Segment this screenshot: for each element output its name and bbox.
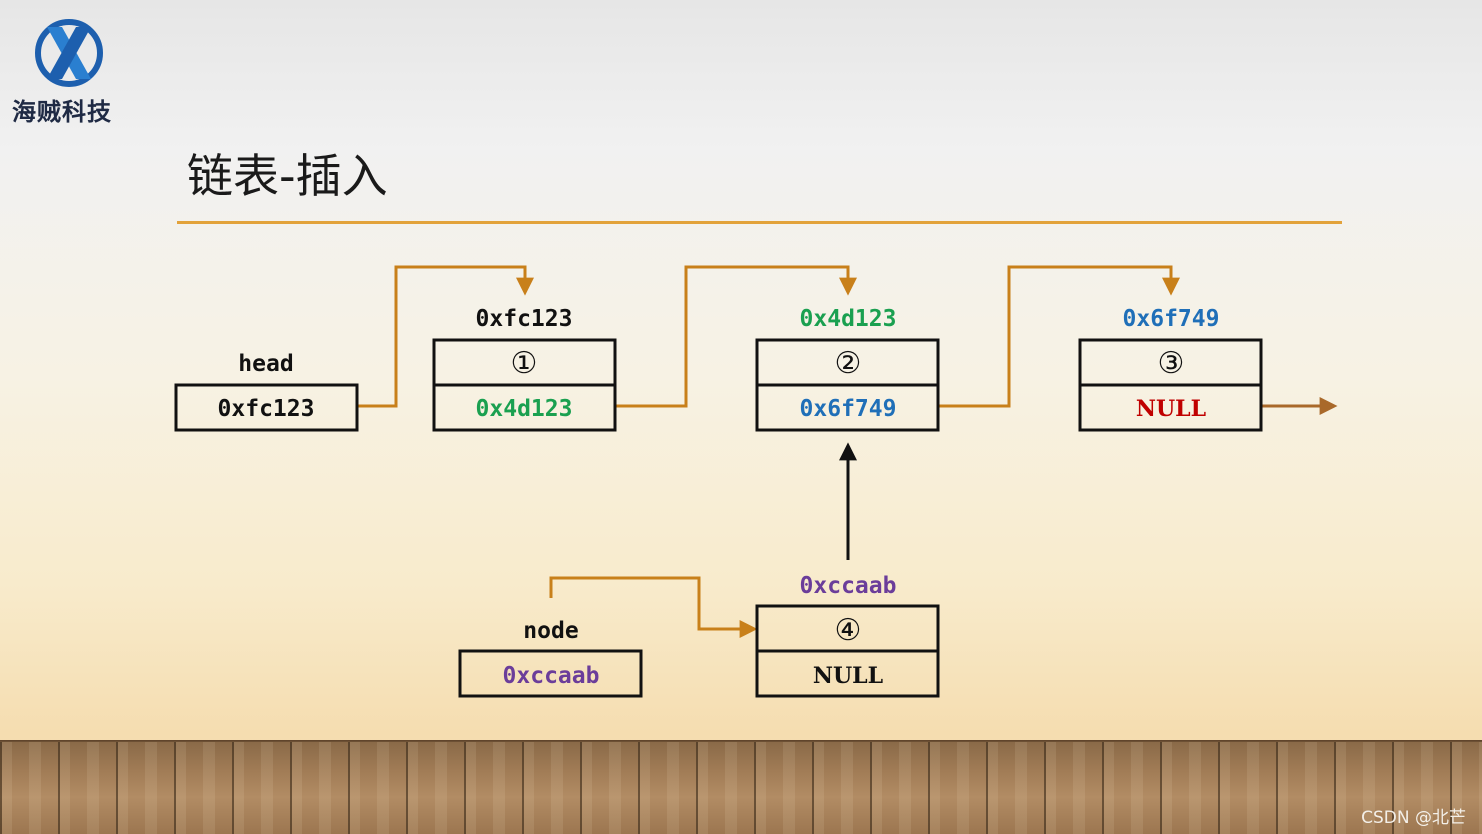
head-to-node1-arrow (356, 265, 534, 408)
slide-title: 链表-插入 (187, 149, 388, 203)
head-label: head (238, 351, 293, 377)
brand-name: 海贼科技 (12, 97, 112, 126)
node4-number: ④ (835, 613, 862, 648)
node4-next: NULL (813, 663, 883, 689)
node2-next: 0x6f749 (800, 396, 897, 422)
node1-next-cell (432, 383, 617, 432)
node-var-label: node (523, 618, 578, 644)
node2-address: 0x4d123 (800, 306, 897, 332)
node2-next-cell (755, 383, 940, 432)
logo-ring (35, 19, 103, 87)
title-rule (177, 221, 1342, 224)
wood-floor (0, 742, 1482, 834)
node1-to-node2-arrow (615, 265, 857, 408)
head-value: 0xfc123 (218, 396, 315, 422)
watermark: CSDN @北芒 (1361, 808, 1466, 828)
node2-to-node3-arrow (938, 265, 1180, 408)
logo-stroke-b (47, 27, 91, 79)
node4-address: 0xccaab (800, 573, 897, 599)
node-var-to-node4-arrow (549, 576, 758, 638)
node3-address: 0x6f749 (1123, 306, 1220, 332)
head-box (174, 383, 359, 432)
node1-next: 0x4d123 (476, 396, 573, 422)
node-var-value: 0xccaab (503, 663, 600, 689)
node3-next-cell (1078, 383, 1263, 432)
node-var-box (458, 649, 643, 698)
node3-next: NULL (1136, 396, 1206, 422)
node1-address: 0xfc123 (476, 306, 573, 332)
node3-number: ③ (1158, 346, 1185, 381)
node1-number: ① (511, 346, 538, 381)
node2-number: ② (835, 346, 862, 381)
brand-logo (35, 19, 103, 87)
node4-next-cell (755, 649, 940, 698)
